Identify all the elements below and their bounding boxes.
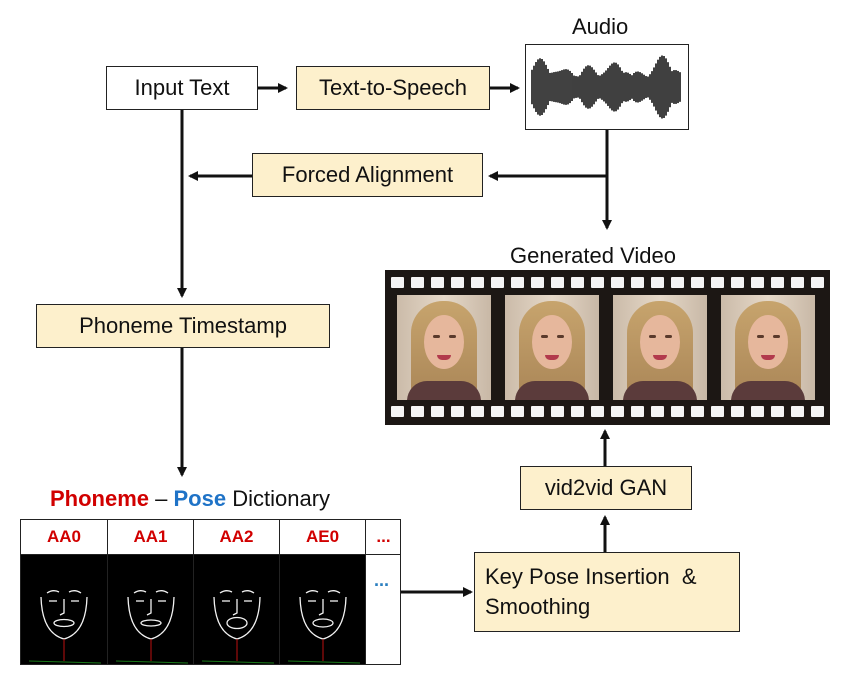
forced-alignment-box: Forced Alignment [252,153,483,197]
dictionary-more-label: ... [366,520,401,555]
dictionary-column: AE0 [280,520,366,664]
dictionary-title: Phoneme – Pose Dictionary [50,486,330,512]
vid2vid-gan-box: vid2vid GAN [520,466,692,510]
dictionary-title-pose: Pose [173,486,227,511]
video-frame-2 [505,295,599,400]
pose-sketch-image [280,555,365,664]
video-frame-3 [613,295,707,400]
input-text-label: Input Text [134,75,230,100]
audio-waveform-box [525,44,689,130]
key-pose-line1: Key Pose Insertion & [485,564,697,589]
generated-video-filmstrip [385,270,830,425]
text-to-speech-label: Text-to-Speech [319,75,467,100]
text-to-speech-box: Text-to-Speech [296,66,490,110]
vid2vid-gan-label: vid2vid GAN [544,475,668,500]
key-pose-insertion-box: Key Pose Insertion & Smoothing [474,552,740,632]
dictionary-more-marker: ... [374,570,390,590]
phoneme-timestamp-label: Phoneme Timestamp [79,313,287,338]
pose-sketch-image [21,555,107,664]
generated-video-title: Generated Video [510,243,676,268]
key-pose-line2: Smoothing [485,594,591,619]
forced-alignment-label: Forced Alignment [281,162,454,187]
film-sprockets-bottom [391,406,824,418]
dictionary-column-label: AA0 [21,520,107,555]
dictionary-column-label: AA2 [194,520,279,555]
dictionary-column: AA1 [108,520,194,664]
input-text-box: Input Text [106,66,258,110]
dictionary-title-dash: – [149,486,174,511]
pose-sketch-image [108,555,193,664]
phoneme-timestamp-box: Phoneme Timestamp [36,304,330,348]
video-frame-1 [397,295,491,400]
dictionary-title-phoneme: Phoneme [50,486,150,511]
dictionary-column: AA2 [194,520,280,664]
audio-waveform-icon [531,55,681,119]
dictionary-column-label: AA1 [108,520,193,555]
dictionary-more-column: ... ... [366,520,401,664]
video-frame-4 [721,295,815,400]
dictionary-column: AA0 [21,520,108,664]
phoneme-pose-dictionary: AA0 AA1 AA2 AE0 ... ... [20,519,401,665]
dictionary-title-rest: Dictionary [226,486,331,511]
dictionary-column-label: AE0 [280,520,365,555]
audio-title: Audio [572,14,629,39]
pose-sketch-image [194,555,279,664]
film-sprockets-top [391,277,824,289]
